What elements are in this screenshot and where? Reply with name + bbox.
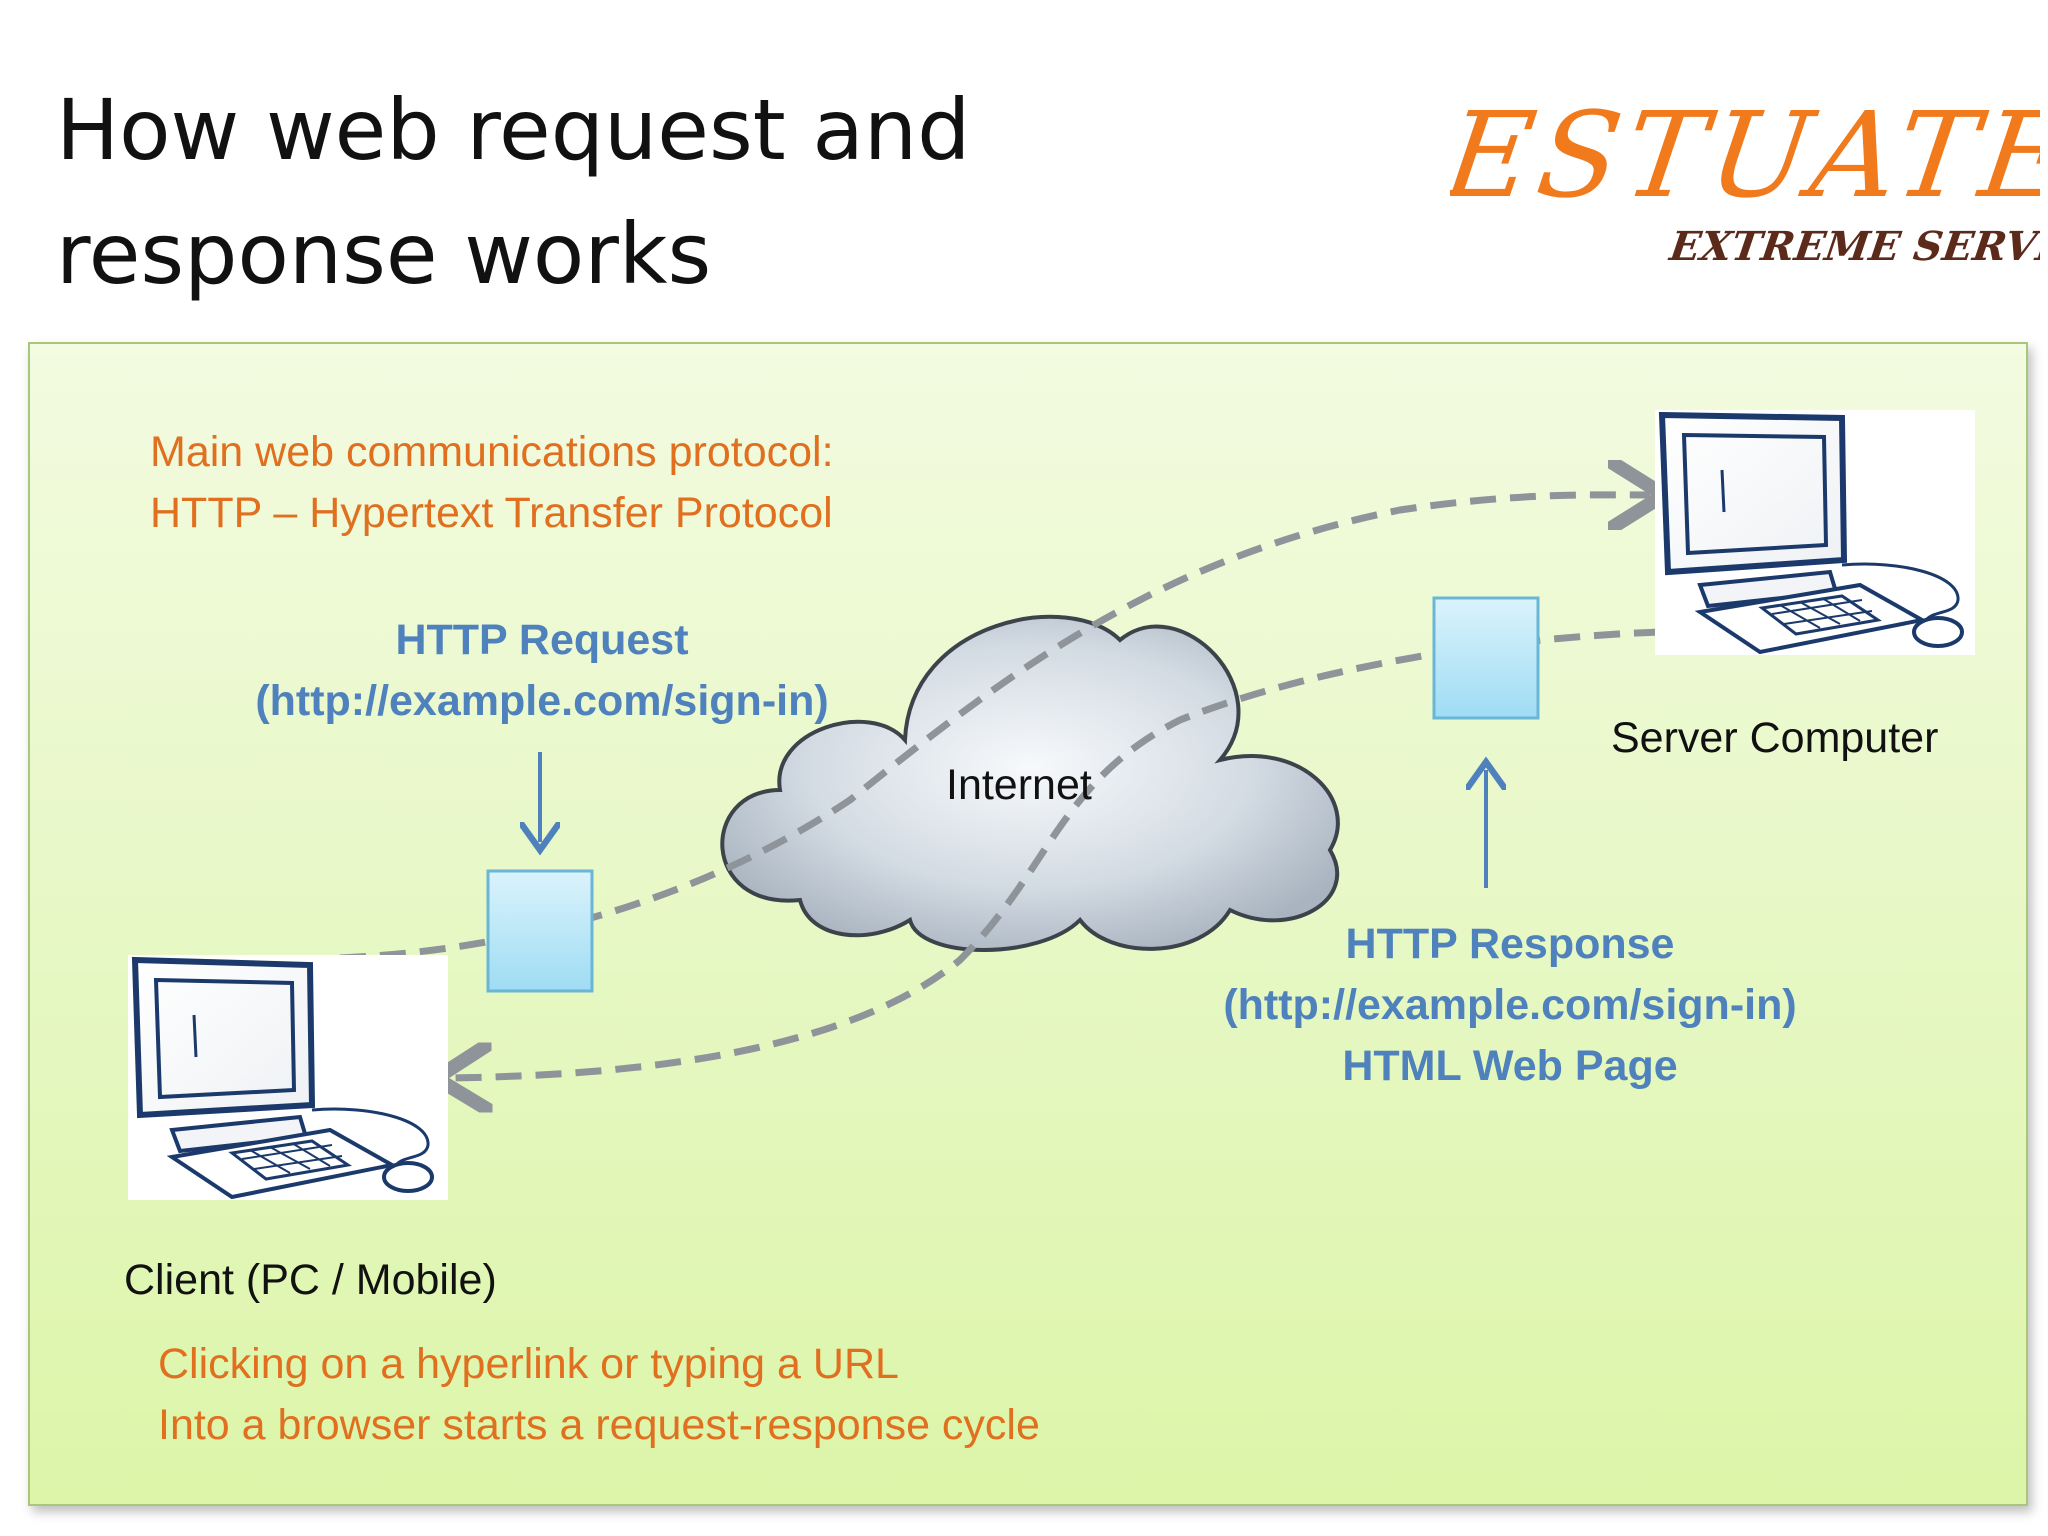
protocol-note-line-1: Main web communications protocol: [150, 428, 834, 476]
http-response-title: HTTP Response [1345, 920, 1675, 968]
logo-tagline: EXTREME SERVICE [1666, 223, 2040, 270]
footer-note-line-1: Clicking on a hyperlink or typing a URL [158, 1340, 899, 1388]
slide-title: How web request and response works [56, 68, 1156, 316]
logo-brand: ESTUATE [1450, 87, 2040, 224]
server-computer-label: Server Computer [1611, 714, 1939, 762]
http-response-url: (http://example.com/sign-in) [1223, 981, 1797, 1029]
client-label: Client (PC / Mobile) [124, 1256, 497, 1304]
request-packet [486, 869, 594, 993]
http-request-url: (http://example.com/sign-in) [255, 677, 829, 725]
http-response-content: HTML Web Page [1342, 1042, 1678, 1090]
internet-label: Internet [946, 761, 1092, 809]
http-request-title: HTTP Request [395, 616, 689, 664]
protocol-note: Main web communications protocol: HTTP –… [150, 422, 834, 544]
slide-title-line-2: response works [56, 205, 712, 303]
http-request-label: HTTP Request (http://example.com/sign-in… [200, 610, 884, 732]
footer-note: Clicking on a hyperlink or typing a URL … [158, 1334, 1040, 1456]
protocol-note-line-2: HTTP – Hypertext Transfer Protocol [150, 489, 833, 537]
footer-note-line-2: Into a browser starts a request-response… [158, 1401, 1040, 1449]
estuate-logo: ESTUATE EXTREME SERVICE [1450, 87, 2040, 270]
http-response-label: HTTP Response (http://example.com/sign-i… [1160, 914, 1860, 1097]
response-packet [1432, 596, 1540, 720]
response-path [450, 628, 1661, 1078]
internet-cloud-icon [720, 614, 1340, 952]
client-computer-icon [128, 955, 448, 1200]
server-computer-icon [1655, 410, 1975, 655]
slide-title-line-1: How web request and [56, 81, 971, 179]
